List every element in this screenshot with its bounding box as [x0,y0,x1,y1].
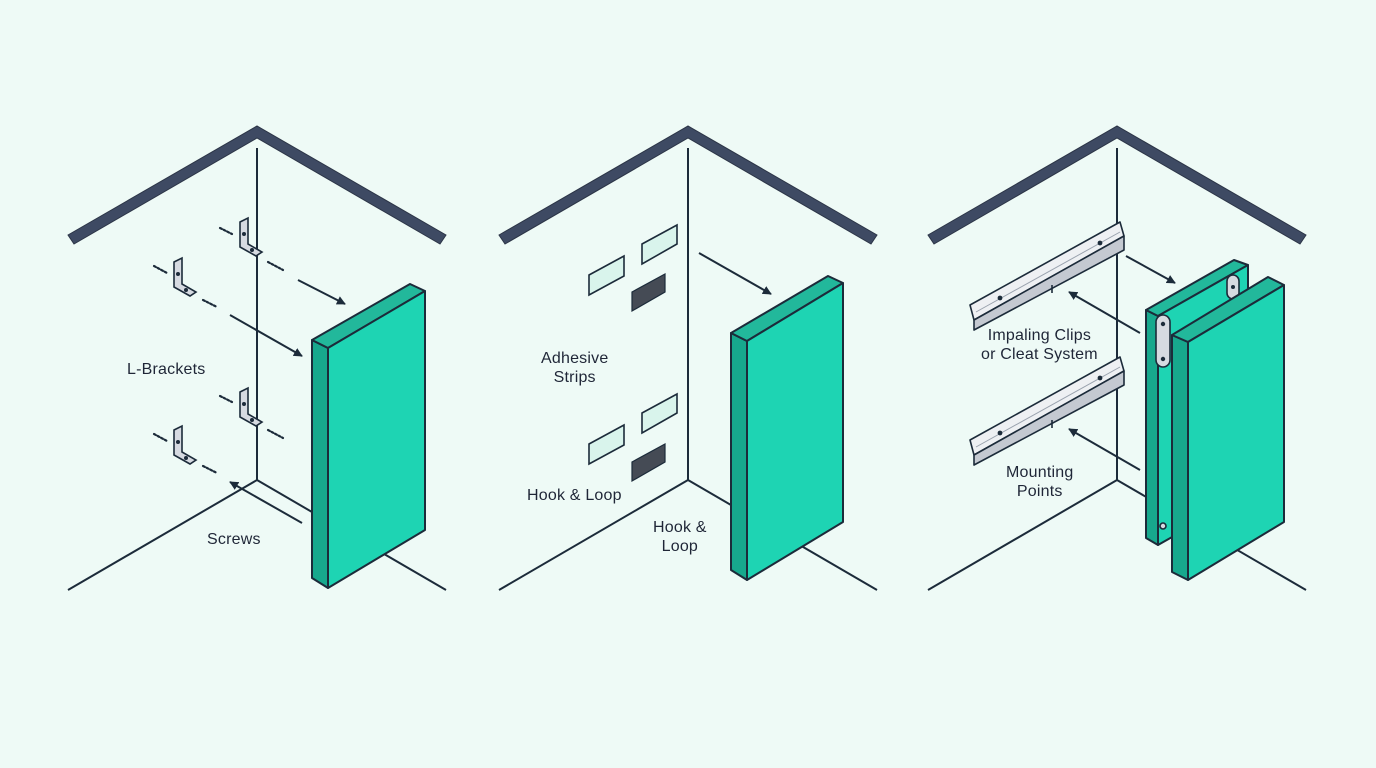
arrow [1068,428,1141,471]
floor-left-2 [498,479,689,591]
arrow [297,279,346,305]
arrow [1068,291,1141,334]
panel-side-face [311,339,329,589]
panel-front-face [746,282,844,581]
arrow [698,252,772,295]
mount-hole [1159,522,1167,530]
screw [218,394,234,404]
arrows-2 [698,252,772,295]
label-impaling-clips: Impaling Clips or Cleat System [981,327,1098,363]
label-adhesive-strips: Adhesive Strips [541,350,609,386]
l-bracket-3 [239,386,264,427]
hook-loop-pad [631,272,666,313]
panel-front-face [327,290,426,589]
ceiling-beam-3 [927,125,1307,245]
screw [266,428,285,440]
screws-group-1 [152,226,285,475]
hook-loop-pads [631,272,666,483]
adhesive-strips [588,223,678,466]
adhesive-strip [588,254,625,297]
l-bracket-2 [173,256,198,297]
ceiling-beam-2 [498,125,878,245]
clip-plates [1155,274,1240,530]
panel-front-face [1187,284,1285,581]
arrow [229,481,303,524]
adhesive-strip [641,223,678,266]
scene-clips [927,125,1307,591]
screw [201,298,219,309]
label-mounting-points: Mounting Points [1006,464,1074,500]
adhesive-strip [588,423,625,466]
label-l-brackets: L-Brackets [127,361,206,378]
panel-side-face [1171,334,1189,581]
floor-left-3 [927,479,1118,591]
acoustic-panel-2 [730,275,844,581]
cleat-rail-top [969,221,1125,331]
acoustic-panel-3-front [1171,276,1285,581]
scene-l-brackets [67,125,447,591]
screw [152,432,169,443]
screw [218,226,234,236]
hook-loop-pad [631,442,666,483]
ceiling-beam-1 [67,125,447,245]
panel-side-face [730,332,748,581]
cleat-rail-bottom [969,356,1125,466]
clip-plate [1155,314,1171,368]
scene-adhesive [498,125,878,591]
label-hook-loop-left: Hook & Loop [527,487,622,504]
label-hook-loop-right: Hook & Loop [653,519,707,555]
arrows-1 [229,279,346,524]
screw [152,264,169,275]
arrow [1125,255,1176,284]
screw [201,464,219,475]
l-bracket-4 [173,424,198,465]
screw [266,260,285,272]
arrow [229,314,303,357]
acoustic-panel-1 [311,283,426,589]
floor-left-1 [67,479,258,591]
label-screws: Screws [207,531,261,548]
l-bracket-1 [239,216,264,257]
adhesive-strip [641,392,678,435]
arrows-3 [1068,255,1176,471]
